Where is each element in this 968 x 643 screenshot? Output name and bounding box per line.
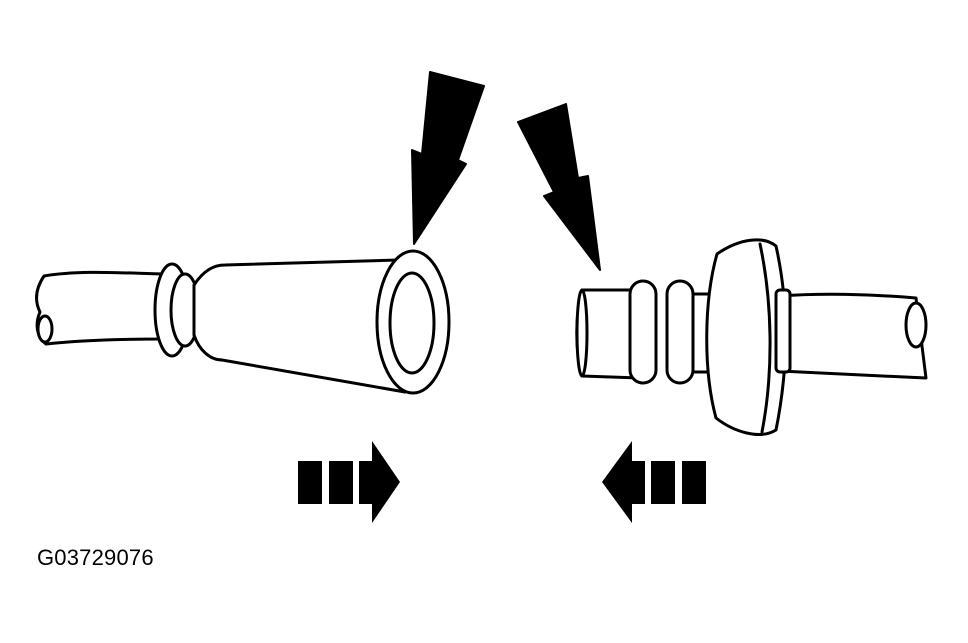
- figure-code-label: G03729076: [37, 545, 154, 570]
- right-pipe-male-fitting: [575, 238, 928, 436]
- right-rear-collar: [774, 288, 792, 374]
- push-arrow-left-dash-1: [651, 461, 675, 504]
- push-arrow-left-dash-2: [682, 461, 706, 504]
- right-o-ring-2: [665, 279, 695, 385]
- push-arrow-right-dash-1: [298, 461, 322, 504]
- push-arrow-right-dash-2: [329, 461, 353, 504]
- left-tube-end-opening: [36, 314, 54, 344]
- right-tube: [778, 292, 928, 380]
- right-flange: [705, 238, 788, 436]
- pointer-arrow-right-o-ring: [517, 103, 601, 271]
- right-o-ring-1: [628, 279, 658, 385]
- right-flange-edge-line: [758, 242, 772, 434]
- push-arrow-right: [298, 441, 400, 523]
- left-flange-opening: [388, 271, 436, 375]
- left-tube: [35, 270, 166, 346]
- right-spigot-end: [575, 288, 589, 378]
- push-arrow-left: [602, 441, 706, 523]
- left-flare-body: [192, 258, 407, 394]
- push-arrow-left-head: [602, 441, 645, 523]
- pointer-arrow-left-flange: [411, 71, 485, 245]
- push-arrow-right-head: [359, 441, 400, 523]
- right-tube-end-opening: [904, 301, 928, 349]
- left-pipe-female-fitting: [35, 249, 451, 395]
